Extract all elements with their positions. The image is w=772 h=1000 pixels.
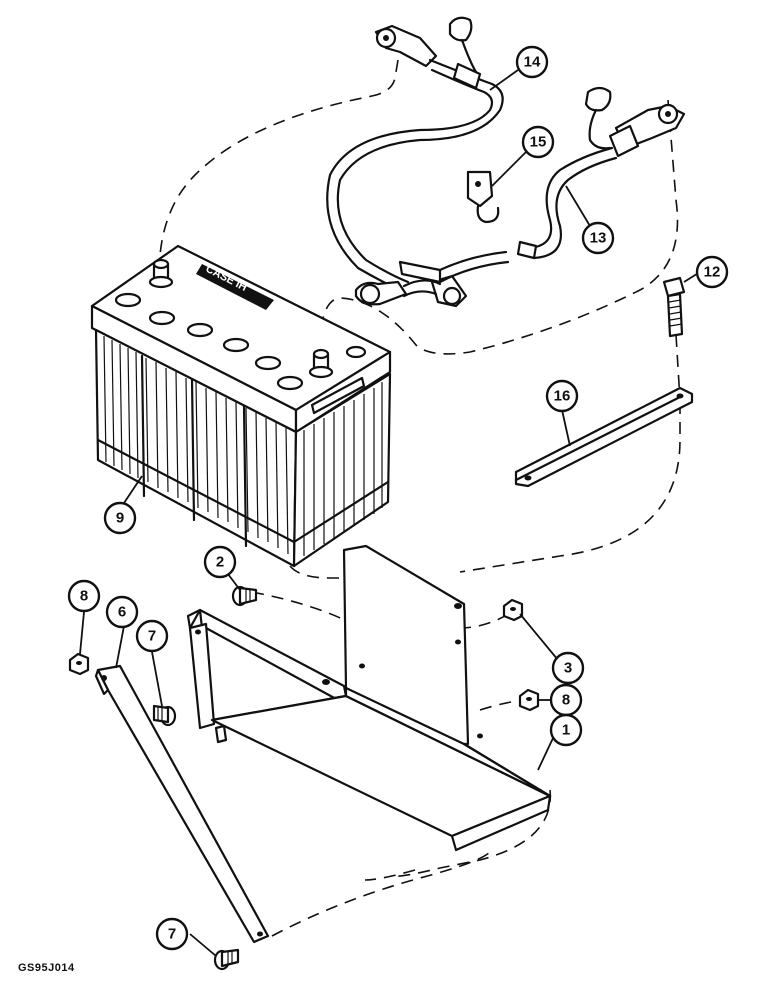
battery: CASE IH: [90, 244, 392, 568]
callout-2: 2: [203, 545, 237, 579]
callout-label-8-left: 8: [80, 588, 88, 605]
callout-label-15: 15: [530, 134, 547, 151]
callout-label-8-right: 8: [562, 692, 570, 709]
callout-8-left: 8: [67, 579, 101, 613]
nut-8-right: [518, 688, 540, 712]
cable-clip: [466, 170, 500, 224]
callout-8-right: 8: [549, 683, 583, 717]
callout-7-lower: 7: [155, 917, 189, 951]
callout-label-7-upper: 7: [148, 628, 156, 645]
callout-9: 9: [103, 501, 137, 535]
callout-label-2: 2: [216, 554, 224, 571]
callout-label-14: 14: [524, 54, 541, 71]
battery-ribbing: [96, 335, 390, 556]
battery-vent-caps: [114, 292, 367, 391]
callout-label-6: 6: [118, 604, 126, 621]
callout-6: 6: [105, 595, 139, 629]
positive-cable: [516, 86, 686, 260]
callout-label-12: 12: [704, 264, 721, 281]
callout-3: 3: [551, 651, 585, 685]
callout-12: 12: [695, 255, 729, 289]
callout-label-9: 9: [116, 510, 124, 527]
hold-down-bolt: [662, 276, 686, 338]
battery-tray: [186, 544, 552, 852]
callout-16: 16: [545, 379, 579, 413]
callout-label-13: 13: [590, 230, 607, 247]
assembly-dashed-lines: [159, 59, 681, 937]
callout-label-16: 16: [554, 388, 571, 405]
bolt-7-lower: [213, 948, 240, 971]
callout-7-upper: 7: [135, 619, 169, 653]
callout-15: 15: [521, 125, 555, 159]
callout-13: 13: [581, 221, 615, 255]
nut-3: [502, 598, 524, 622]
hold-down-strap: [514, 386, 694, 488]
battery-terminal-posts: [148, 258, 334, 379]
callout-label-3: 3: [564, 660, 572, 677]
callout-label-1: 1: [562, 722, 570, 739]
callout-1: 1: [549, 713, 583, 747]
drawing-code: GS95J014: [18, 962, 75, 974]
callout-label-7-lower: 7: [168, 926, 176, 943]
nut-8-left: [68, 652, 90, 676]
leader-lines: [79, 69, 701, 957]
bolt-7-upper: [152, 704, 177, 727]
negative-cable: [326, 16, 510, 308]
callout-14: 14: [515, 45, 549, 79]
bolt-2: [231, 585, 258, 607]
